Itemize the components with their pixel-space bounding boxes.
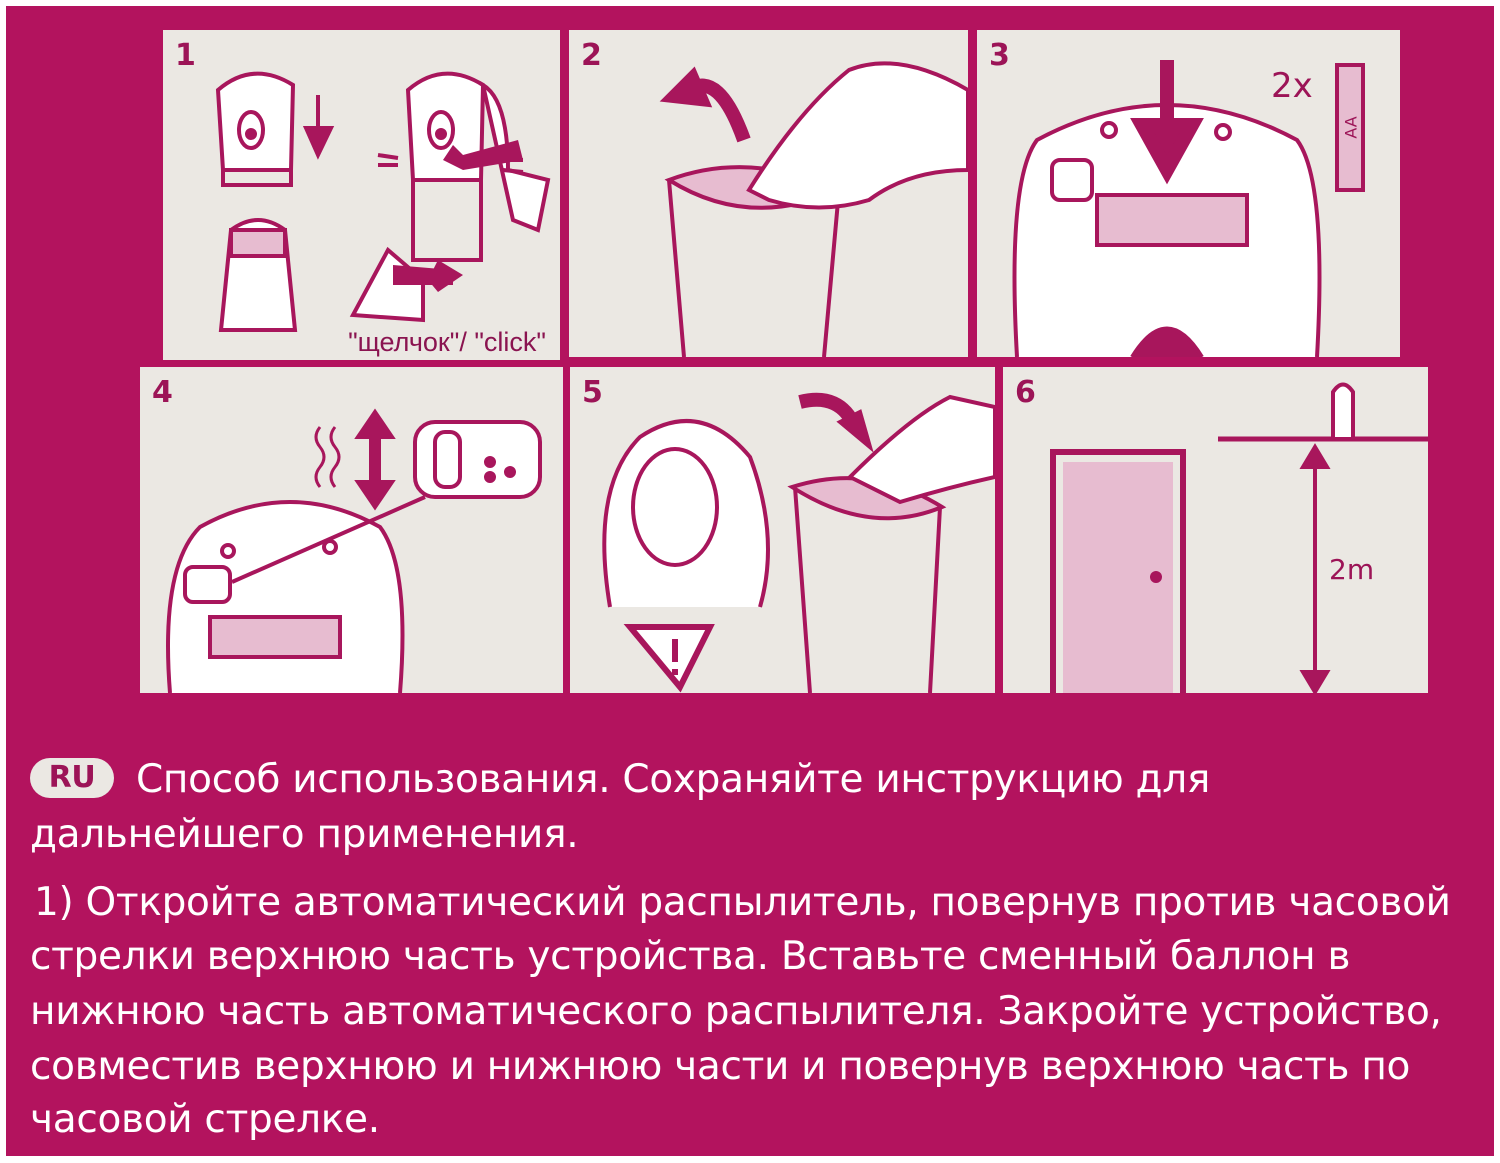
placement-height-illustration [1050,382,1428,693]
heading-text: Способ использования. Сохраняйте инструк… [136,757,1210,802]
step-number: 3 [989,38,1010,73]
battery-icon [1335,63,1365,192]
adjust-setting-illustration [166,408,542,693]
warning-icon [623,624,715,693]
step-number: 4 [152,375,173,410]
instructions-heading-line1: RU Способ использования. Сохраняйте инстр… [30,753,1210,807]
step1-line: часовой стрелке. [30,1097,380,1142]
step-panel-2: 2 [569,30,968,357]
step1-line: 1) Откройте автоматический распылитель, … [34,880,1451,925]
insert-batteries-illustration [1012,60,1365,357]
open-lid-illustration [659,61,968,357]
step-panel-4: 4 [140,367,563,693]
step-number: 5 [582,375,603,410]
step-panel-1: 1 "щелчок"/ "click" [163,30,560,360]
click-caption: "щелчок"/ "click" [348,327,546,357]
step-panel-3: 3 2x AA [977,30,1400,357]
height-label: 2m [1329,553,1375,586]
step1-line: стрелки верхнюю часть устройства. Вставь… [30,934,1351,979]
step1-line: совместив верхнюю и нижнюю части и повер… [30,1044,1411,1089]
step-number: 6 [1015,375,1036,410]
step-number: 2 [581,38,602,73]
step-panel-5: 5 [570,367,995,693]
step-number: 1 [175,38,196,73]
face-warning-illustration [602,392,995,693]
instructions-heading-line2: дальнейшего применения. [30,812,579,857]
battery-type: AA [1341,116,1361,139]
dispenser-assembly-illustration [215,71,551,332]
language-badge: RU [30,757,114,798]
step-panel-6: 6 2m [1003,367,1428,693]
step1-line: нижнюю часть автоматического распылителя… [30,989,1442,1034]
battery-count: 2x [1271,66,1313,106]
